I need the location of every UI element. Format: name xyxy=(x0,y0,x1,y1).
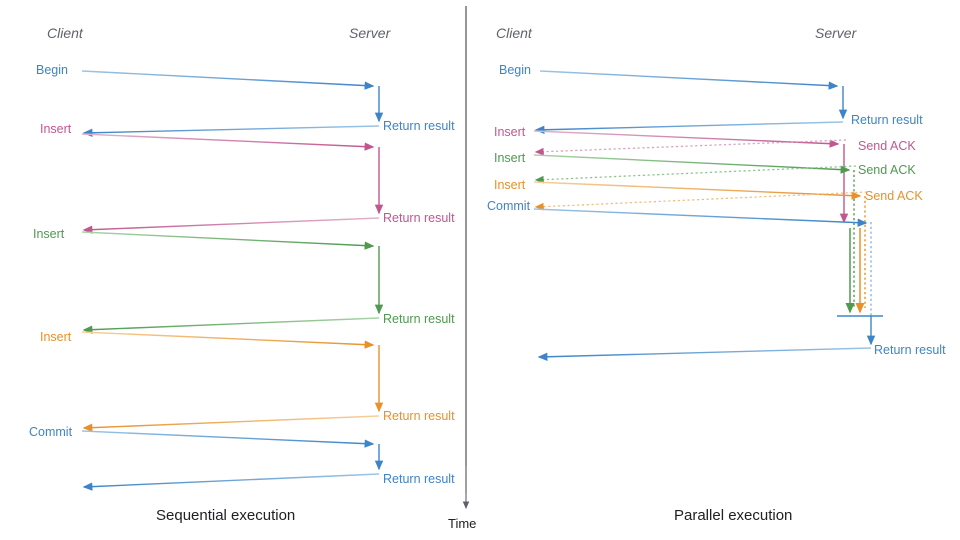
right-actor-client: Client xyxy=(496,25,532,41)
left-server-label-return-1: Return result xyxy=(383,119,455,133)
left-client-label-insert-3: Insert xyxy=(40,330,72,344)
right-server-label-return-final: Return result xyxy=(874,343,946,357)
left-server-label-return-2: Return result xyxy=(383,211,455,225)
par-join-barrier xyxy=(837,315,883,346)
left-server-label-return-3: Return result xyxy=(383,312,455,326)
par-msg-begin xyxy=(534,70,848,134)
left-server-label-return-5: Return result xyxy=(383,472,455,486)
seq-msg-insert-2 xyxy=(81,231,384,334)
left-panel-sequential xyxy=(81,70,384,491)
par-msg-return-final xyxy=(537,347,872,361)
left-server-label-return-4: Return result xyxy=(383,409,455,423)
seq-msg-commit xyxy=(81,430,384,491)
left-panel-caption: Sequential execution xyxy=(156,507,296,524)
right-server-label-return-1: Return result xyxy=(851,113,923,127)
par-server-concurrent-bars xyxy=(845,222,872,316)
right-actor-server: Server xyxy=(815,25,857,41)
par-ack-1 xyxy=(534,139,847,156)
right-panel-caption: Parallel execution xyxy=(674,507,793,524)
par-ack-3 xyxy=(534,191,868,211)
left-client-label-insert-1: Insert xyxy=(40,122,72,136)
left-actor-client: Client xyxy=(47,25,83,41)
par-msg-insert-3 xyxy=(533,181,866,308)
left-client-label-insert-2: Insert xyxy=(33,227,65,241)
right-panel-parallel xyxy=(533,70,883,361)
right-client-label-insert-3: Insert xyxy=(494,178,526,192)
left-client-label-commit: Commit xyxy=(29,425,73,439)
right-client-label-commit: Commit xyxy=(487,199,531,213)
right-client-label-begin: Begin xyxy=(499,63,531,77)
seq-msg-begin xyxy=(81,70,384,137)
right-client-label-insert-1: Insert xyxy=(494,125,526,139)
par-ack-2 xyxy=(534,165,857,184)
right-server-label-ack-1: Send ACK xyxy=(858,139,916,153)
right-server-label-ack-2: Send ACK xyxy=(858,163,916,177)
left-actor-server: Server xyxy=(349,25,391,41)
right-client-label-insert-2: Insert xyxy=(494,151,526,165)
left-client-label-begin: Begin xyxy=(36,63,68,77)
seq-msg-insert-3 xyxy=(81,331,384,432)
seq-msg-insert-1 xyxy=(81,133,384,234)
right-server-label-ack-3: Send ACK xyxy=(865,189,923,203)
par-msg-insert-2 xyxy=(533,154,855,308)
time-axis-label: Time xyxy=(448,516,477,531)
par-msg-commit xyxy=(533,208,868,227)
par-msg-insert-1 xyxy=(533,130,849,224)
